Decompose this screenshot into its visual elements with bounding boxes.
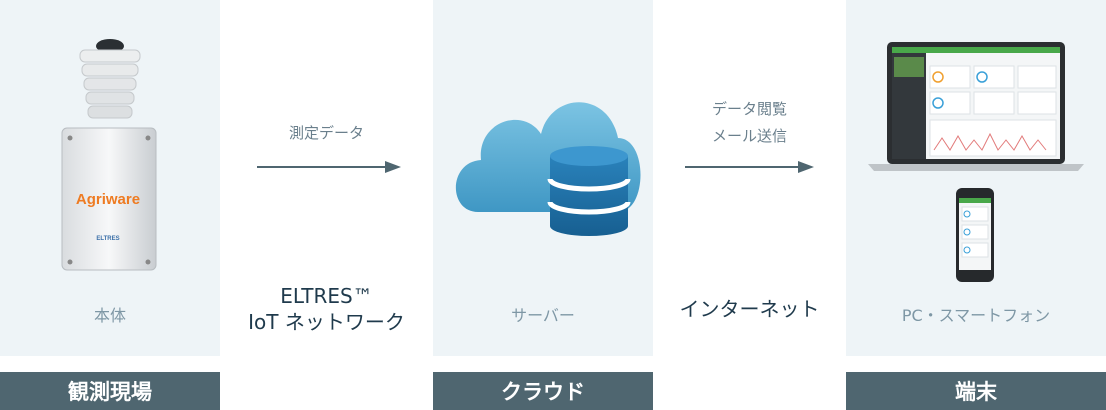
cloud-label: サーバー bbox=[511, 306, 575, 325]
database-icon bbox=[547, 146, 631, 236]
smartphone-icon bbox=[956, 188, 994, 282]
network-1-line2: IoT ネットワーク bbox=[248, 310, 405, 334]
connection-2-caption: データ閲覧 メール送信 bbox=[653, 96, 846, 150]
category-bar-terminal: 端末 bbox=[846, 372, 1106, 410]
connection-1-caption: 測定データ bbox=[288, 124, 364, 142]
laptop-icon bbox=[868, 42, 1084, 282]
connection-2-caption-line2: メール送信 bbox=[711, 127, 787, 145]
terminal-label: PC・スマートフォン bbox=[901, 306, 1051, 325]
network-2-name: インターネット bbox=[679, 297, 820, 321]
device-panel: Agriware ELTRES 本体 bbox=[0, 0, 220, 356]
arrow-right-icon bbox=[257, 161, 401, 173]
arrow-right-icon bbox=[685, 161, 814, 173]
device-sensor-icon: Agriware ELTRES bbox=[61, 39, 157, 271]
cloud-panel: サーバー bbox=[433, 0, 653, 356]
category-bar-cloud: クラウド bbox=[433, 372, 653, 410]
device-brand: ELTRES bbox=[96, 236, 119, 242]
network-1-line1: ELTRES™ bbox=[280, 284, 373, 308]
connection-2-caption-line1: データ閲覧 bbox=[711, 100, 787, 118]
cloud-icon bbox=[455, 102, 641, 236]
terminal-panel: PC・スマートフォン bbox=[846, 0, 1106, 356]
device-logo: Agriware bbox=[76, 191, 140, 208]
network-1-name: ELTRES™ IoT ネットワーク bbox=[220, 283, 433, 335]
category-bar-site: 観測現場 bbox=[0, 372, 220, 410]
device-label: 本体 bbox=[93, 306, 126, 325]
